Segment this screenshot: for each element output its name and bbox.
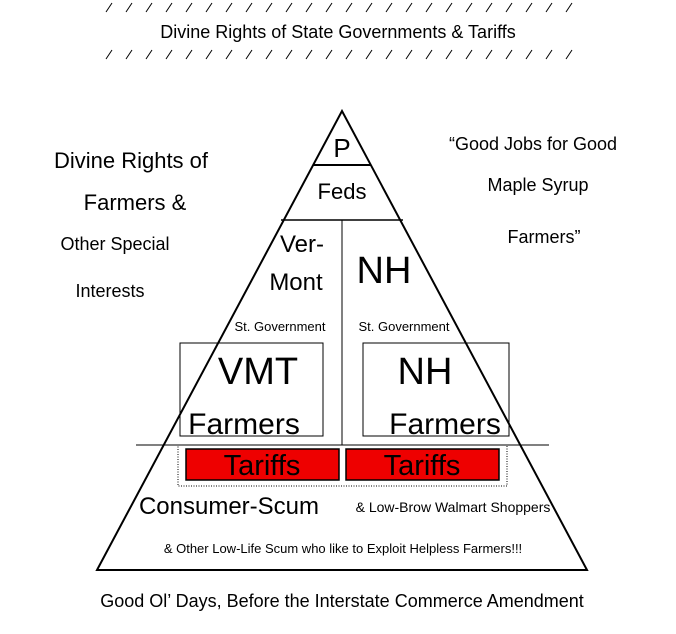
tariff-right-bar bbox=[345, 448, 500, 481]
vermont-label-line1: Ver- bbox=[280, 231, 324, 258]
left-note-line3: Other Special bbox=[60, 234, 169, 254]
header-title: Divine Rights of State Governments & Tar… bbox=[160, 22, 516, 42]
vermont-label-line2: Mont bbox=[269, 269, 323, 296]
nh-farmers-line2: Farmers bbox=[389, 408, 501, 441]
right-quote-line2: Maple Syrup bbox=[487, 175, 588, 195]
tariff-right-label: Tariffs bbox=[384, 450, 461, 482]
left-note-line2: Farmers & bbox=[84, 190, 187, 215]
bottom-tier-label: & Other Low-Life Scum who like to Exploi… bbox=[164, 541, 522, 556]
vermont-state-gov-label: St. Government bbox=[234, 319, 325, 334]
vmt-farmers-line1: VMT bbox=[218, 351, 298, 393]
footer-caption: Good Ol’ Days, Before the Interstate Com… bbox=[100, 591, 584, 611]
tariff-left-label: Tariffs bbox=[224, 450, 301, 482]
right-quote-line3: Farmers” bbox=[508, 227, 581, 247]
consumer-extra-label: & Low-Brow Walmart Shoppers bbox=[356, 499, 551, 515]
left-note-line4: Interests bbox=[75, 281, 144, 301]
apex-label: P bbox=[333, 133, 350, 163]
vmt-farmers-line2: Farmers bbox=[188, 408, 300, 441]
nh-state-gov-label: St. Government bbox=[358, 319, 449, 334]
left-note-line1: Divine Rights of bbox=[54, 148, 209, 173]
pyramid-outline bbox=[95, 108, 589, 571]
nh-label: NH bbox=[357, 250, 412, 292]
bottom-hatch-decoration bbox=[105, 49, 573, 60]
tariff-left-bar bbox=[185, 448, 340, 481]
nh-farmers-line1: NH bbox=[398, 351, 453, 393]
consumer-label: Consumer-Scum bbox=[139, 493, 319, 520]
nh-farmers-box bbox=[362, 342, 510, 437]
right-quote-line1: “Good Jobs for Good bbox=[449, 134, 617, 154]
feds-label: Feds bbox=[318, 179, 367, 204]
top-hatch-decoration bbox=[105, 2, 573, 13]
vmt-farmers-box bbox=[179, 342, 324, 437]
